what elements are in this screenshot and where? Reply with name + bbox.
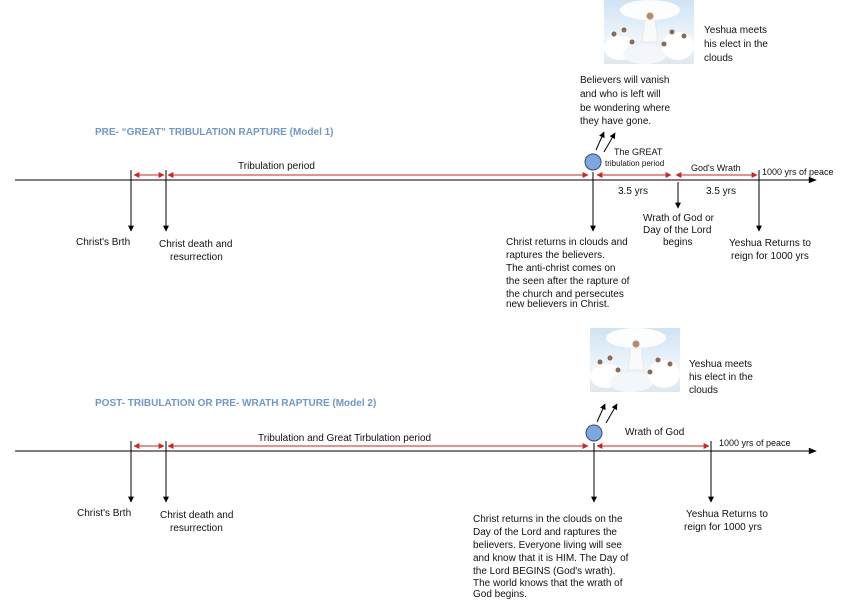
model1-wrath-line: Day of the Lord <box>643 225 711 236</box>
model2-returns-line: Day of the Lord and raptures the <box>473 527 617 538</box>
model2-reign-line: reign for 1000 yrs <box>684 522 762 533</box>
model2-meets-line: his elect in the <box>689 372 753 383</box>
model1-vanish-line: they have gone. <box>580 116 651 127</box>
model2-clouds-image <box>590 328 680 392</box>
model1-birth-label: Christ's Brth <box>76 237 130 248</box>
model2-returns-line: and know that it is HIM. The Day of <box>473 553 629 564</box>
model1-peace-label: 1000 yrs of peace <box>762 167 834 177</box>
model2-meets-text: Yeshua meets his elect in the clouds <box>689 359 753 396</box>
model1-tribulation-label: Tribulation period <box>238 161 315 172</box>
model1-title: PRE- “GREAT” TRIBULATION RAPTURE (Model … <box>95 127 334 138</box>
model2-returns-line: the Lord BEGINS (God's wrath). <box>473 566 616 577</box>
model2-up-arrow <box>596 403 606 423</box>
model1-returns-line: new believers in Christ. <box>506 299 609 310</box>
model1-returns-text: Christ returns in clouds and raptures th… <box>506 237 630 310</box>
model1-great-trib-label: The GREAT <box>614 147 663 157</box>
model2-reign-line: Yeshua Returns to <box>686 509 768 520</box>
model1-death-line: Christ death and <box>159 239 232 250</box>
model1-returns-line: The anti-christ comes on <box>506 263 616 274</box>
model2-meets-line: clouds <box>689 385 718 396</box>
model2-returns-line: Christ returns in the clouds on the <box>473 514 623 525</box>
model2-birth-label: Christ's Brth <box>77 508 131 519</box>
model2-section: POST- TRIBULATION OR PRE- WRATH RAPTURE … <box>15 328 817 600</box>
model1-returns-line: Christ returns in clouds and <box>506 237 628 248</box>
model1-clouds-image <box>604 0 694 64</box>
model1-meets-line: clouds <box>704 53 733 64</box>
model1-wrath-line: begins <box>663 237 692 248</box>
model1-reign-line: Yeshua Returns to <box>729 238 811 249</box>
model2-death-line: resurrection <box>170 523 223 534</box>
model2-title: POST- TRIBULATION OR PRE- WRATH RAPTURE … <box>95 398 376 409</box>
model1-vanish-text: Believers will vanish and who is left wi… <box>580 75 670 127</box>
model1-up-arrow <box>603 132 616 153</box>
model1-section: PRE- “GREAT” TRIBULATION RAPTURE (Model … <box>15 0 834 310</box>
model1-meets-line: his elect in the <box>704 39 768 50</box>
model1-death-line: resurrection <box>170 252 223 263</box>
model1-returns-line: raptures the believers. <box>506 250 605 261</box>
model1-wrath-line: Wrath of God or <box>643 213 715 224</box>
model1-up-arrow <box>595 131 605 151</box>
model2-event-markers <box>128 441 714 503</box>
model1-returns-line: the seen after the rapture of <box>506 276 630 287</box>
model2-peace-label: 1000 yrs of peace <box>719 438 791 448</box>
model2-meets-line: Yeshua meets <box>689 359 752 370</box>
model2-returns-line: believers. Everyone living will see <box>473 540 622 551</box>
model2-death-line: Christ death and <box>160 510 233 521</box>
model1-event-markers <box>128 170 762 232</box>
model1-gods-wrath-label: God's Wrath <box>691 163 741 173</box>
model1-great-trib-label: tribulation period <box>605 159 664 168</box>
model2-returns-text: Christ returns in the clouds on the Day … <box>473 514 629 600</box>
model2-tribulation-label: Tribulation and Great Tirbulation period <box>258 433 431 444</box>
model2-wrath-label: Wrath of God <box>625 427 684 438</box>
model1-returns-line: the church and persecutes <box>506 289 624 300</box>
model1-vanish-line: be wondering where <box>580 103 670 114</box>
model1-half-2: 3.5 yrs <box>706 186 736 197</box>
model1-meets-text: Yeshua meets his elect in the clouds <box>704 25 768 64</box>
model2-returns-line: God begins. <box>473 589 527 600</box>
model1-half-1: 3.5 yrs <box>618 186 648 197</box>
model1-rapture-dot <box>584 153 602 171</box>
model2-rapture-dot <box>585 424 603 442</box>
model1-wrath-text: Wrath of God or Day of the Lord begins <box>643 213 715 248</box>
model1-vanish-line: and who is left will <box>580 89 661 100</box>
model1-meets-line: Yeshua meets <box>704 25 767 36</box>
model2-up-arrow <box>605 403 618 424</box>
model2-returns-line: The world knows that the wrath of <box>473 578 623 589</box>
model1-vanish-line: Believers will vanish <box>580 75 669 86</box>
model1-reign-line: reign for 1000 yrs <box>731 251 809 262</box>
